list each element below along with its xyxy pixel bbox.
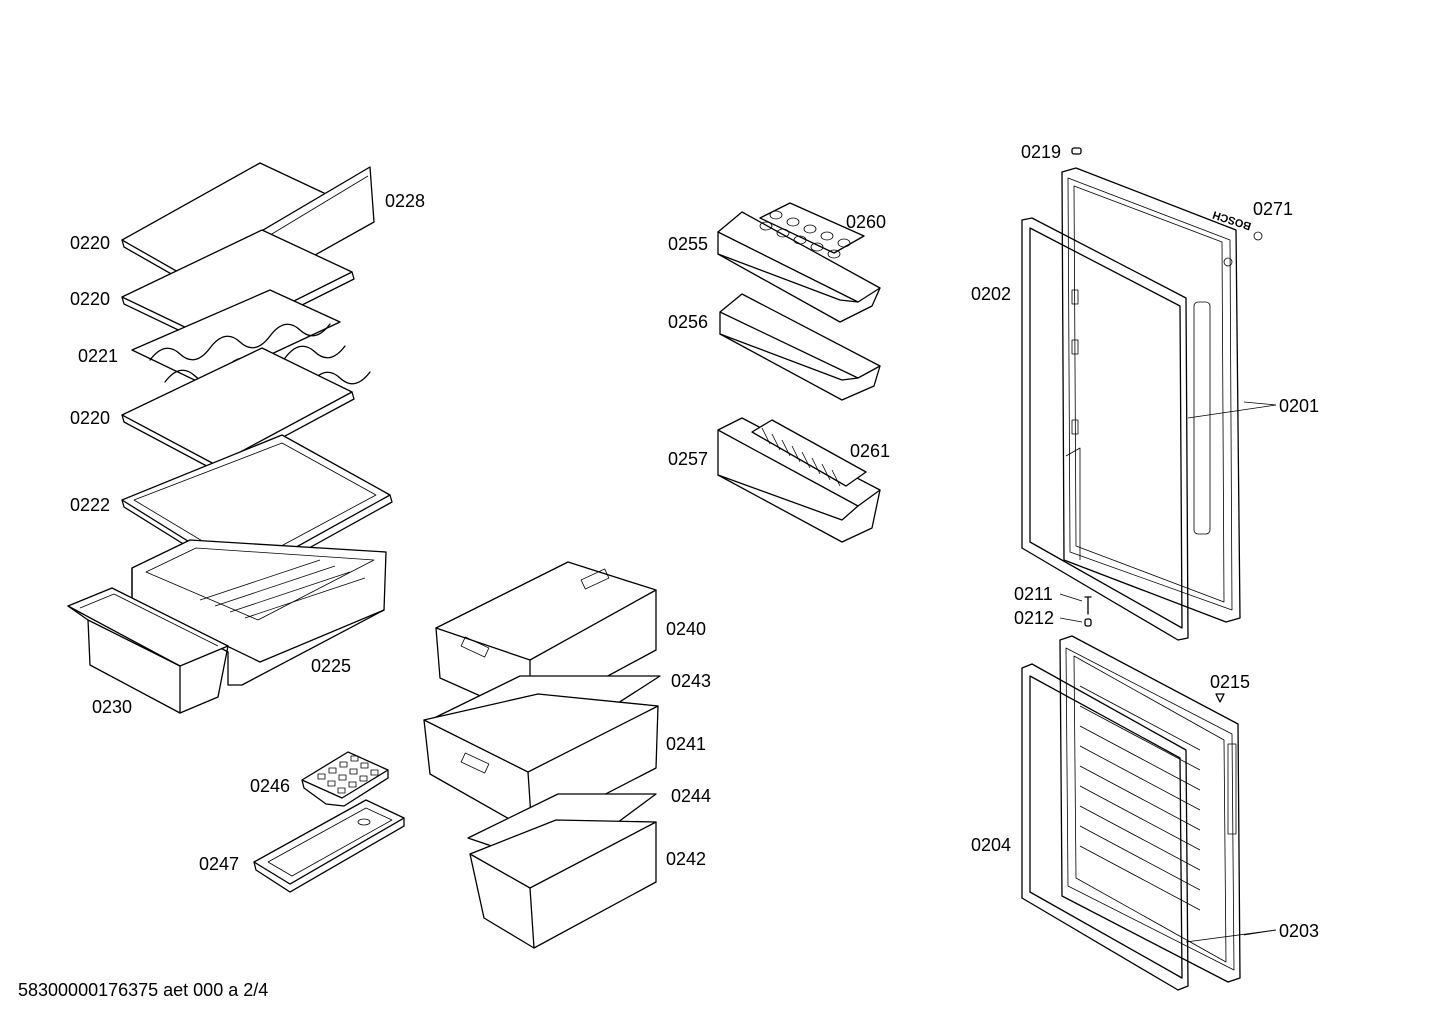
label-0261: 0261 [850, 441, 890, 461]
label-0246: 0246 [250, 776, 290, 796]
label-0244: 0244 [671, 786, 711, 806]
ice-cube-tray-0246 [301, 751, 389, 807]
spacer-0212 [1084, 618, 1092, 627]
label-0220-b: 0220 [70, 289, 110, 309]
door-shelf-0255-with-egg-tray-0260 [717, 202, 881, 323]
label-0215: 0215 [1210, 672, 1250, 692]
label-0228: 0228 [385, 191, 425, 211]
freezer-door-0203 [1059, 635, 1241, 983]
label-0255: 0255 [668, 234, 708, 254]
label-0221: 0221 [78, 346, 118, 366]
label-0247: 0247 [199, 854, 239, 874]
label-0256: 0256 [668, 312, 708, 332]
label-0220-a: 0220 [70, 233, 110, 253]
label-0219: 0219 [1021, 142, 1061, 162]
label-0230: 0230 [92, 697, 132, 717]
label-0225: 0225 [311, 656, 351, 676]
leader-lines [1059, 401, 1277, 943]
door-shelf-0257-with-insert-0261 [717, 417, 881, 543]
label-0240: 0240 [666, 619, 706, 639]
door-shelf-0256 [719, 293, 881, 401]
label-0243: 0243 [671, 671, 711, 691]
label-0222: 0222 [70, 495, 110, 515]
label-0242: 0242 [666, 849, 706, 869]
freezer-gasket-0204 [1021, 663, 1189, 991]
screw-0211 [1084, 596, 1092, 615]
door-gasket-0202 [1021, 217, 1189, 641]
label-0204: 0204 [971, 835, 1011, 855]
screw-0215 [1215, 693, 1225, 703]
label-0202: 0202 [971, 284, 1011, 304]
label-0241: 0241 [666, 734, 706, 754]
label-0257: 0257 [668, 449, 708, 469]
hinge-cover-0219 [1071, 147, 1082, 155]
fridge-door-0201 [1061, 167, 1241, 623]
label-0220-c: 0220 [70, 408, 110, 428]
part-labels: 0219 0271 0228 0220 0220 0221 0220 0222 … [70, 142, 1319, 941]
crisper-drawer-0225 [131, 539, 387, 686]
ice-tray-container-0247 [253, 799, 405, 893]
label-0203: 0203 [1279, 921, 1319, 941]
label-0271: 0271 [1253, 199, 1293, 219]
drawer-0230 [67, 587, 229, 714]
label-0211: 0211 [1014, 584, 1053, 604]
document-id: 58300000176375 aet 000 a 2/4 [18, 980, 269, 1000]
label-0212: 0212 [1014, 608, 1054, 628]
label-0260: 0260 [846, 212, 886, 232]
freezer-drawer-0242 [469, 819, 657, 949]
label-0201: 0201 [1279, 396, 1319, 416]
